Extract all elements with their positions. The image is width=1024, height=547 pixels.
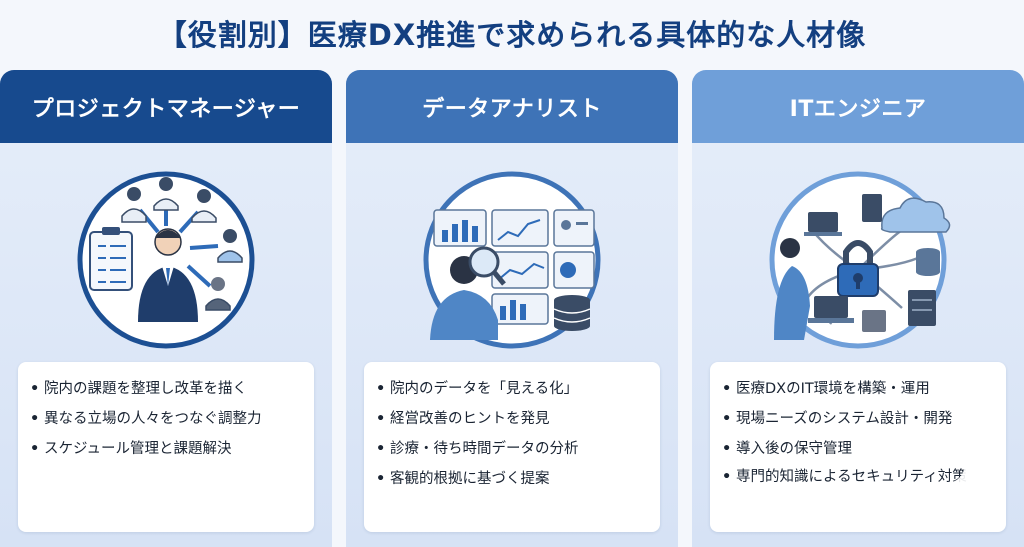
list-item: •医療DXのIT環境を構築・運用: [722, 381, 930, 397]
list-item: •院内の課題を整理し改革を描く: [30, 381, 247, 397]
list-item: •導入後の保守管理: [722, 441, 852, 457]
role-bullets: •院内の課題を整理し改革を描く •異なる立場の人々をつなぐ調整力 •スケジュール…: [18, 362, 314, 532]
list-item: •スケジュール管理と課題解決: [30, 441, 232, 457]
role-title: データアナリスト: [346, 70, 678, 143]
role-bullets: •院内のデータを「見える化」 •経営改善のヒントを発見 •診療・待ち時間データの…: [364, 362, 660, 532]
page-title: 【役割別】医療DX推進で求められる具体的な人材像: [157, 18, 867, 52]
sparkle-icon: [948, 463, 1000, 519]
role-bullets: •医療DXのIT環境を構築・運用 •現場ニーズのシステム設計・開発 •導入後の保…: [710, 362, 1006, 532]
it-engineer-network-icon: [750, 170, 966, 350]
list-item: •専門的知識によるセキュリティ対策: [722, 469, 967, 485]
list-item: •現場ニーズのシステム設計・開発: [722, 411, 953, 427]
role-card-project-manager: プロジェクトマネージャー: [0, 70, 332, 547]
list-item: •院内のデータを「見える化」: [376, 381, 579, 397]
role-title: ITエンジニア: [692, 70, 1024, 143]
list-item: •異なる立場の人々をつなぐ調整力: [30, 411, 262, 427]
role-card-it-engineer: ITエンジニア: [692, 70, 1024, 547]
list-item: •客観的根拠に基づく提案: [376, 471, 550, 487]
project-manager-network-icon: [58, 170, 274, 350]
list-item: •診療・待ち時間データの分析: [376, 441, 579, 457]
list-item: •経営改善のヒントを発見: [376, 411, 550, 427]
data-analyst-dashboard-icon: [404, 170, 620, 350]
role-title: プロジェクトマネージャー: [0, 70, 332, 143]
role-card-data-analyst: データアナリスト: [346, 70, 678, 547]
